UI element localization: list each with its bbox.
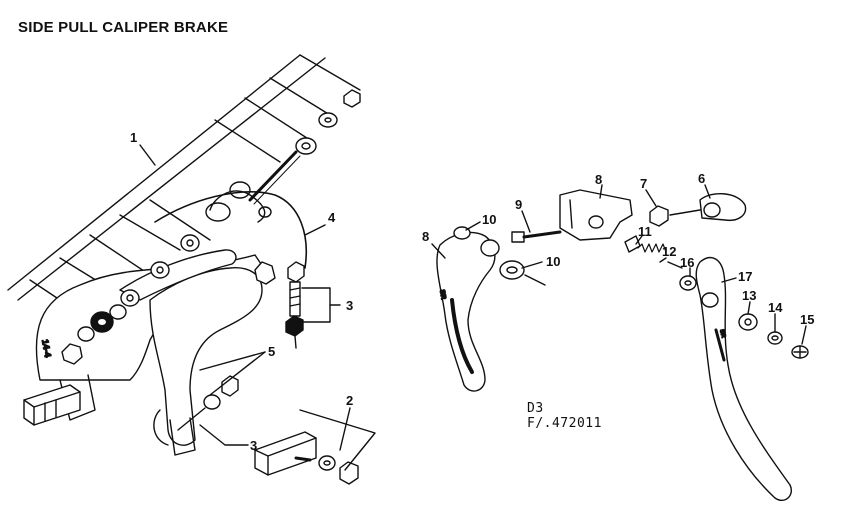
callout-10-lower: 10 [546, 254, 560, 269]
left-callout-leaders [139, 144, 376, 471]
svg-text:14-4: 14-4 [40, 339, 53, 358]
caliper-lower-nut [177, 375, 239, 431]
lever-bracket [559, 189, 669, 241]
cable-adjuster-upper [285, 261, 305, 349]
callout-15: 15 [800, 312, 814, 327]
lever-blade-17: SR [695, 257, 792, 502]
callout-9: 9 [515, 197, 522, 212]
callout-3-lower: 3 [250, 438, 257, 453]
right-callout-leaders [431, 184, 807, 345]
callout-11: 11 [638, 224, 652, 239]
diagram-code-line-2: F/.472011 [527, 416, 602, 431]
caliper-guide-lines [7, 54, 361, 321]
svg-text:SR: SR [438, 289, 447, 300]
callout-1: 1 [130, 130, 137, 145]
pivot-hardware-13-14-15 [738, 313, 809, 359]
callout-5: 5 [268, 344, 275, 359]
caliper-pivot-stack [61, 304, 127, 365]
diagram-title: SIDE PULL CALIPER BRAKE [18, 19, 229, 36]
callout-2: 2 [346, 393, 353, 408]
brake-lever-body: SR [436, 226, 500, 392]
svg-text:SR: SR [718, 329, 726, 339]
callout-4: 4 [328, 210, 336, 225]
brake-shoe-left [23, 384, 81, 426]
caliper-bolt-hardware [248, 89, 361, 205]
cable-clamp [669, 193, 747, 222]
brake-cable [154, 191, 307, 269]
callout-17: 17 [738, 269, 752, 284]
callout-10-upper: 10 [482, 212, 496, 227]
callout-8-bracket: 8 [595, 172, 602, 187]
callout-6: 6 [698, 171, 705, 186]
callout-3-upper: 3 [346, 298, 353, 313]
washer-10 [499, 260, 546, 286]
callout-13: 13 [742, 288, 756, 303]
callout-16: 16 [680, 255, 694, 270]
spring-11-12 [624, 235, 697, 291]
callout-12: 12 [662, 244, 676, 259]
adjuster-bolt-9 [511, 230, 562, 243]
brake-shoe-part-2 [254, 431, 359, 485]
caliper-arms: 14-4 [35, 181, 276, 456]
callout-7: 7 [640, 176, 647, 191]
callout-8-lever: 8 [422, 229, 429, 244]
diagram-code-line-1: D3 [527, 401, 544, 416]
callout-14: 14 [768, 300, 783, 315]
